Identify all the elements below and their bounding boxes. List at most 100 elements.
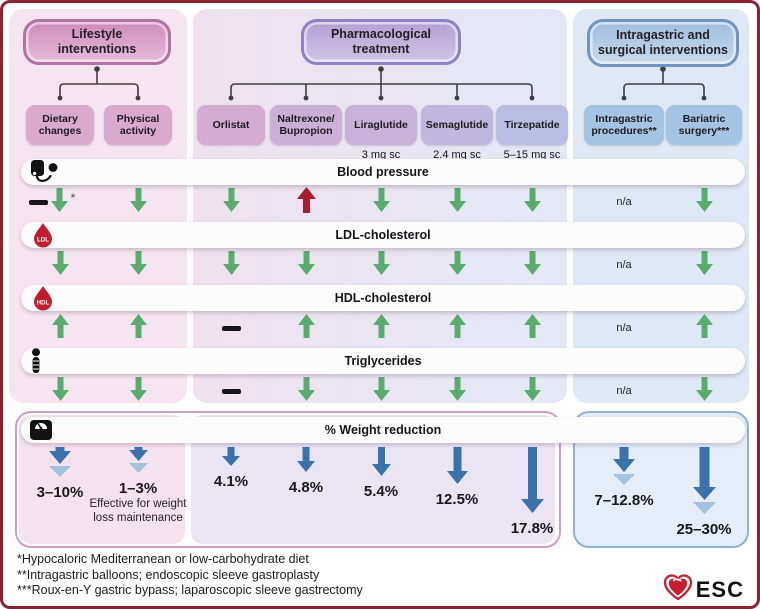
column-box-1: Dietary changes [26, 105, 94, 145]
effect-blood-pressure-col6 [425, 187, 489, 217]
footnotes: *Hypocaloric Mediterranean or low-carboh… [17, 552, 363, 599]
increase-arrow-icon [372, 313, 390, 343]
weight-decrease-arrow-icon [297, 447, 315, 477]
row-label-ldl-drop: LDL-cholesterol [335, 228, 431, 242]
weight-cell-col6: 12.5% [402, 447, 512, 508]
decrease-arrow-icon [297, 376, 315, 406]
effect-hdl-drop-col6 [425, 313, 489, 343]
header-surgical: Intragastric and surgical interventions [587, 19, 739, 67]
weight-reduction-title: % Weight reduction [324, 423, 442, 437]
effect-hdl-drop-col8: n/a [592, 314, 656, 342]
row-label-triglyceride: Triglycerides [344, 354, 422, 368]
footnote-asterisk: * [70, 191, 76, 205]
column-dose-6: 2.4 mg sc [433, 149, 481, 161]
no-change-dash-icon [221, 388, 241, 394]
weight-reduction-value: 7–12.8% [594, 492, 654, 509]
weight-reduction-value: 4.1% [213, 473, 249, 490]
triglyceride-icon [30, 348, 42, 374]
effect-hdl-drop-col4 [274, 313, 338, 343]
decrease-arrow-icon [372, 376, 390, 406]
decrease-arrow-icon [51, 376, 69, 406]
effect-blood-pressure-col7 [500, 187, 564, 217]
effect-ldl-drop-col8: n/a [592, 251, 656, 279]
increase-arrow-icon [695, 313, 713, 343]
effect-blood-pressure-col5 [349, 187, 413, 217]
effect-hdl-drop-col2 [106, 313, 170, 342]
weight-cell-col9: 25–30% [649, 447, 757, 538]
decrease-arrow-icon [523, 250, 541, 280]
effect-triglyceride-col7 [500, 376, 564, 406]
column-box-6: Semaglutide [421, 105, 493, 145]
not-applicable-label: n/a [616, 259, 632, 271]
effect-hdl-drop-col5 [349, 313, 413, 343]
effect-blood-pressure-col8: n/a [592, 188, 656, 216]
hdl-drop-icon: HDL [30, 285, 56, 311]
increase-arrow-icon [297, 313, 315, 343]
effect-triglyceride-col4 [274, 376, 338, 406]
weight-decrease-arrow-icon [49, 447, 71, 482]
increase-arrow-icon [448, 313, 466, 343]
weight-cell-col8: 7–12.8% [569, 447, 679, 509]
weight-decrease-arrow-icon [446, 447, 468, 489]
decrease-arrow-icon [222, 250, 240, 280]
header-surgical-label: Intragastric and surgical interventions [598, 28, 728, 57]
decrease-arrow-icon [523, 376, 541, 406]
effect-blood-pressure-col1: * [20, 187, 84, 217]
decrease-arrow-icon [448, 376, 466, 406]
column-box-7: Tirzepatide [496, 105, 568, 145]
weight-reduction-value: 1–3% [118, 480, 158, 497]
decrease-arrow-icon [372, 250, 390, 280]
decrease-arrow-icon [448, 187, 466, 217]
esc-logo: ESC [657, 574, 749, 606]
effect-ldl-drop-col4 [274, 250, 338, 279]
effect-hdl-drop-col1 [28, 313, 92, 343]
header-pharmacological: Pharmacological treatment [301, 19, 461, 65]
decrease-arrow-icon [372, 187, 390, 217]
decrease-arrow-icon [129, 376, 147, 406]
column-box-3: Orlistat [197, 105, 265, 145]
footnote-1: *Hypocaloric Mediterranean or low-carboh… [17, 552, 309, 566]
effect-triglyceride-col6 [425, 376, 489, 406]
row-header-blood-pressure: Blood pressure [21, 159, 745, 185]
weight-cell-col3: 4.1% [176, 447, 286, 490]
decrease-arrow-icon [222, 187, 240, 217]
weight-decrease-arrow-icon [128, 447, 148, 478]
effect-ldl-drop-col3 [199, 250, 263, 280]
no-change-dash-icon [221, 325, 241, 331]
panel-lifestyle [9, 9, 187, 403]
effect-hdl-drop-col9 [672, 313, 736, 343]
effect-blood-pressure-col4 [274, 186, 338, 216]
weight-reduction-value: 3–10% [36, 484, 84, 501]
effect-blood-pressure-col9 [672, 187, 736, 216]
esc-heart-icon [663, 574, 693, 606]
footnote-2: **Intragastric balloons; endoscopic slee… [17, 567, 320, 582]
increase-arrow-icon [51, 313, 69, 343]
tree-connectors [57, 66, 707, 101]
header-lifestyle-label: Lifestyle interventions [57, 27, 137, 56]
no-change-dash-icon [28, 199, 48, 205]
decrease-arrow-icon [523, 187, 541, 217]
effect-ldl-drop-col1 [28, 250, 92, 279]
effect-triglyceride-col1 [28, 376, 92, 406]
panel-surgical [573, 9, 749, 403]
header-pharmacological-label: Pharmacological treatment [330, 27, 432, 56]
decrease-arrow-icon [129, 250, 147, 280]
increase-arrow-icon [523, 313, 541, 343]
effect-ldl-drop-col5 [349, 250, 413, 280]
effect-ldl-drop-col7 [500, 250, 564, 280]
effect-hdl-drop-col7 [500, 313, 564, 343]
weight-reduction-value: 4.8% [288, 479, 324, 496]
weight-decrease-arrow-icon [520, 447, 544, 518]
decrease-arrow-icon [50, 187, 68, 217]
svg-text:LDL: LDL [37, 236, 49, 243]
not-applicable-label: n/a [616, 196, 632, 208]
weight-decrease-arrow-icon [222, 447, 240, 471]
column-box-9: Bariatric surgery*** [666, 105, 742, 145]
column-dose-7: 5–15 mg sc [503, 149, 561, 161]
effect-ldl-drop-col9 [672, 250, 736, 279]
weight-reduction-value: 12.5% [435, 491, 479, 508]
decrease-arrow-icon [448, 250, 466, 280]
weight-decrease-arrow-icon [371, 447, 391, 481]
effect-ldl-drop-col6 [425, 250, 489, 280]
